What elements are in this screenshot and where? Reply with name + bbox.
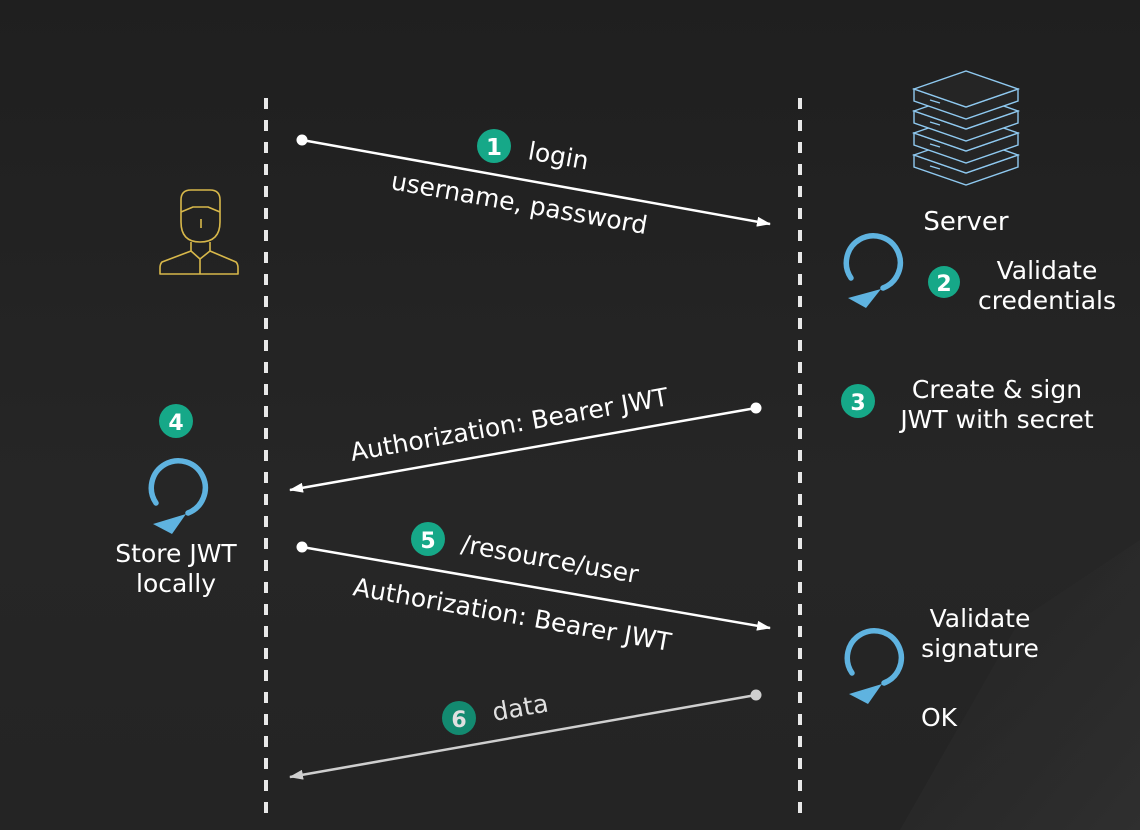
step-number-5: 5 <box>420 529 435 554</box>
store-jwt-line2: locally <box>136 569 216 598</box>
store-jwt-line1: Store JWT <box>115 539 237 568</box>
data-label: data <box>490 689 550 727</box>
step-number-2: 2 <box>936 272 951 297</box>
refresh-arrow-icon <box>148 458 208 534</box>
create-sign-line2: JWT with secret <box>898 405 1094 434</box>
step-badge-6 <box>442 701 476 735</box>
server-label: Server <box>923 207 1009 237</box>
create-sign-line1: Create & sign <box>912 375 1082 404</box>
user-icon <box>159 189 239 275</box>
step-number-4: 4 <box>168 411 183 436</box>
login-label: login <box>526 136 591 175</box>
validate-signature-line1: Validate <box>930 604 1031 633</box>
refresh-arrow-icon <box>844 628 904 704</box>
validation-result-label: OK <box>921 703 958 732</box>
resource-request-origin <box>296 541 308 553</box>
token-response-label: Authorization: Bearer JWT <box>348 382 671 467</box>
step-number-1: 1 <box>486 135 502 161</box>
step-number-6: 6 <box>451 708 466 733</box>
validate-credentials-line2: credentials <box>978 286 1116 315</box>
validate-signature-line2: signature <box>921 634 1039 663</box>
resource-path-label: /resource/user <box>459 529 642 589</box>
validate-credentials-line1: Validate <box>997 256 1098 285</box>
refresh-arrow-icon <box>843 233 903 308</box>
token-response-origin <box>750 402 762 414</box>
data-response-arrow <box>289 693 757 780</box>
login-request-origin <box>296 134 308 146</box>
step-badge-5 <box>411 522 445 556</box>
step-badge-4 <box>159 404 193 438</box>
step-badge-3 <box>841 384 875 418</box>
login-credentials-label: username, password <box>389 166 650 240</box>
resource-request-arrow <box>301 545 771 631</box>
login-request-arrow <box>301 138 771 227</box>
step-number-3: 3 <box>850 391 865 416</box>
background-facet <box>900 540 1140 830</box>
token-response-arrow <box>289 406 757 493</box>
data-response-origin <box>750 689 762 701</box>
step-badge-1 <box>477 129 511 163</box>
server-stack-icon <box>911 70 1021 186</box>
step-badge-2 <box>928 266 960 298</box>
